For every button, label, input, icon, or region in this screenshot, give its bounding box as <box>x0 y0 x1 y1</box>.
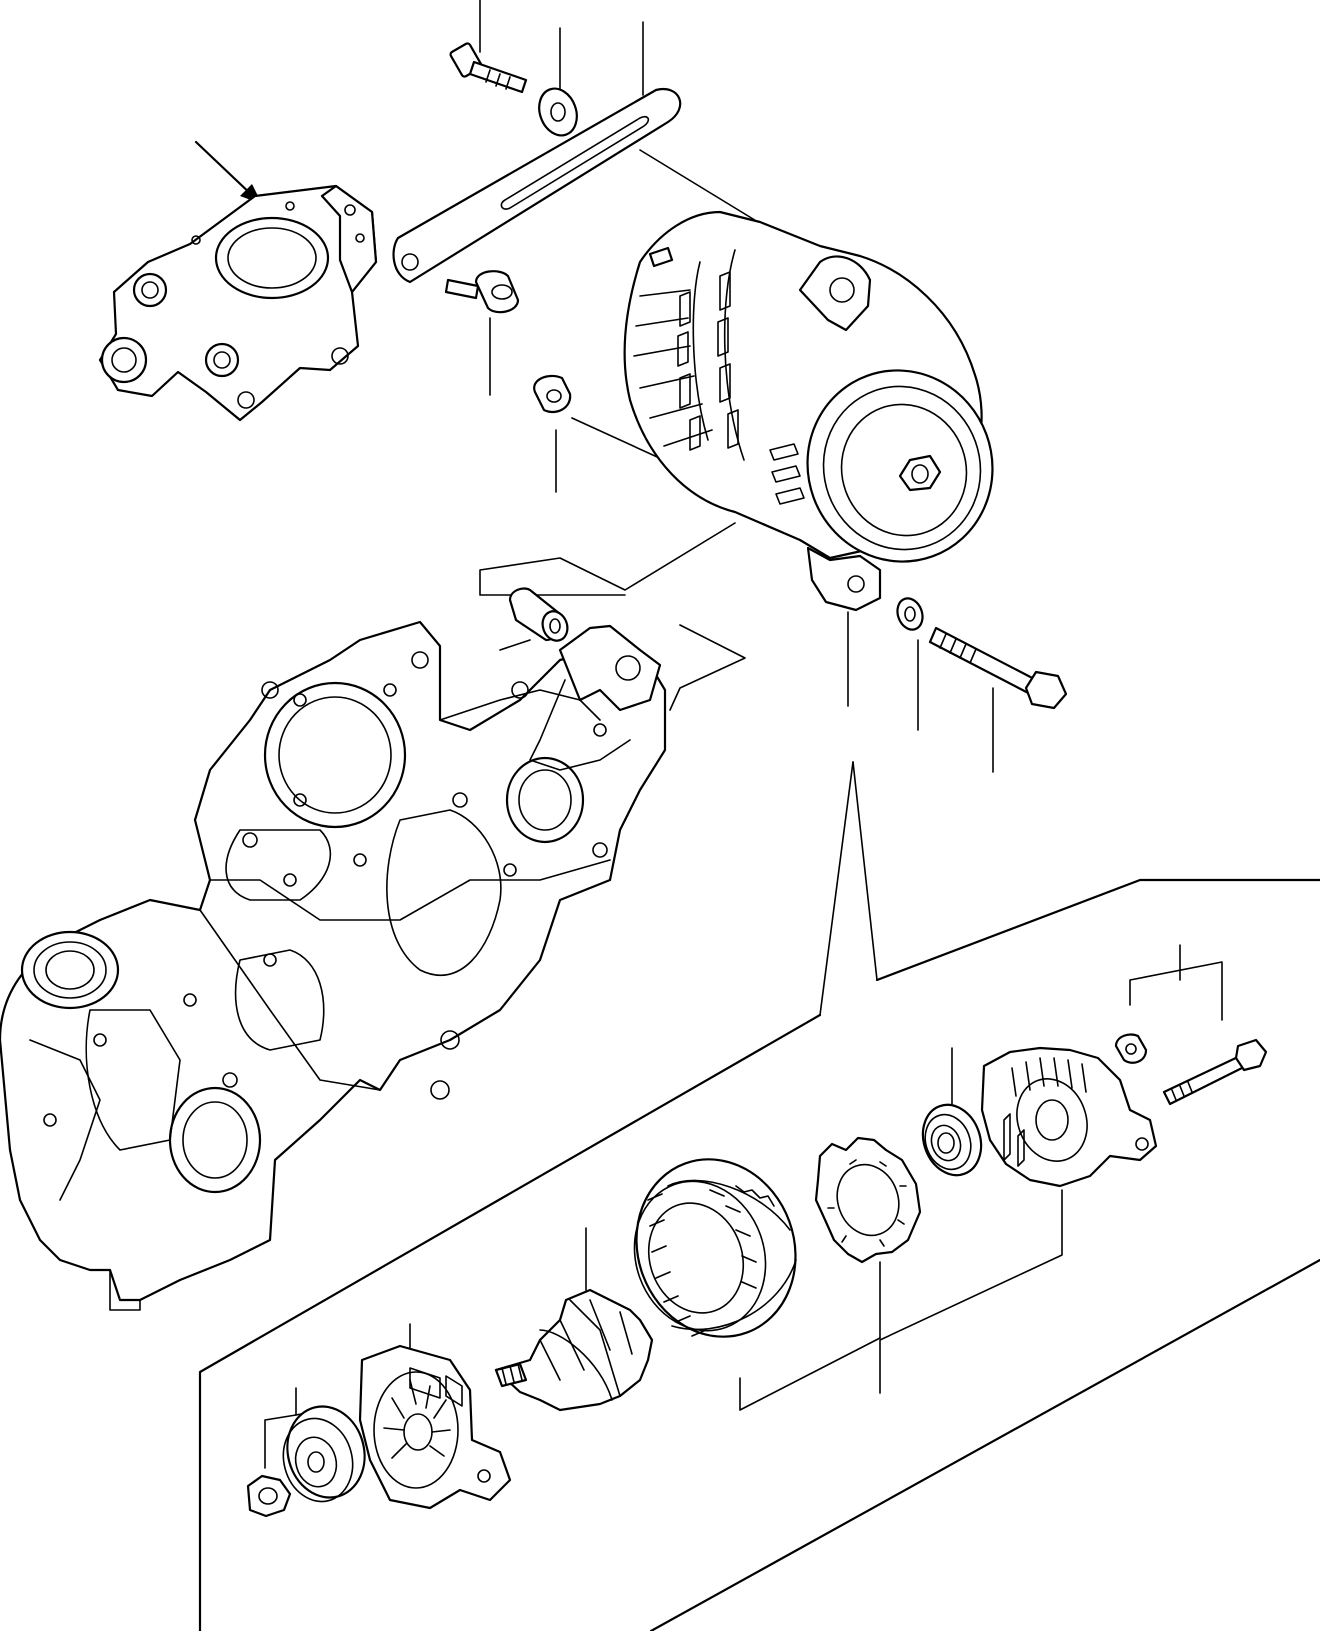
rectifier <box>814 1136 922 1264</box>
detail-frame <box>198 878 1320 1631</box>
stator <box>633 1158 797 1338</box>
bracket-housing <box>98 184 378 422</box>
engine-front-case <box>0 620 667 1311</box>
rotor <box>494 1288 654 1412</box>
through-bolt <box>1162 1038 1268 1106</box>
bolt-long <box>928 626 1068 710</box>
bolt-top <box>449 42 528 94</box>
rear-housing <box>980 1046 1158 1188</box>
nut <box>533 374 572 414</box>
front-bracket <box>358 1344 512 1510</box>
alternator <box>623 210 994 612</box>
pulley-nut <box>246 1474 292 1518</box>
spacer-collar <box>508 587 569 642</box>
washer-lower <box>896 597 924 631</box>
adjusting-plate <box>392 87 682 284</box>
rear-nut <box>1114 1033 1148 1064</box>
bearing <box>921 1103 983 1177</box>
bolt-bracket <box>444 270 520 314</box>
leader-lines <box>194 0 994 1016</box>
washer-top <box>538 87 578 137</box>
pulley <box>282 1405 366 1503</box>
